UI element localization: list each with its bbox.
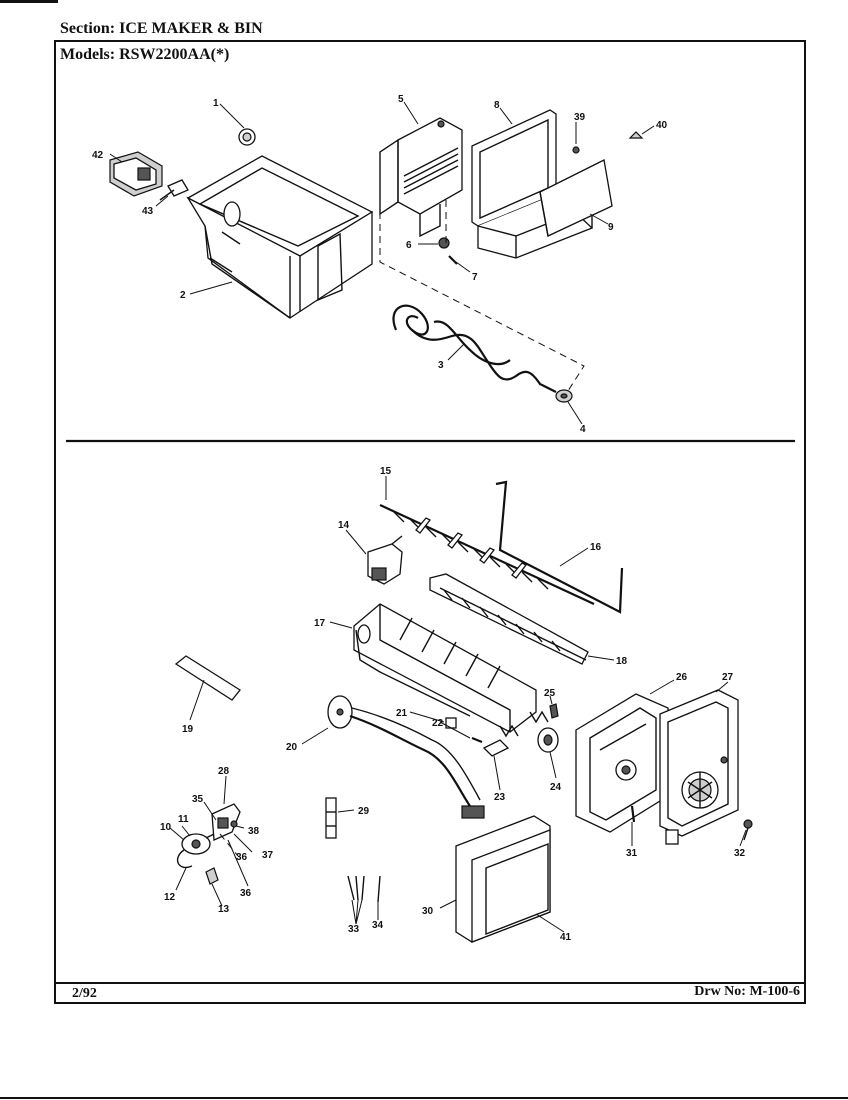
spring-part [499, 724, 519, 738]
callout-29: 29 [358, 806, 370, 817]
nut-part [438, 237, 450, 249]
callout-22: 22 [432, 718, 444, 729]
callout-42: 42 [92, 150, 104, 161]
callout-40: 40 [656, 120, 668, 131]
callout-39: 39 [574, 112, 586, 123]
callout-26: 26 [676, 672, 688, 683]
drive-gear-part [537, 727, 559, 753]
drawing-frame [54, 40, 806, 1004]
callout-16: 16 [590, 542, 602, 553]
callout-9: 9 [608, 222, 614, 233]
solenoid-part [176, 833, 215, 869]
footer-rule [54, 982, 806, 984]
auger-bearing-part [238, 128, 256, 146]
callout-27: 27 [722, 672, 734, 683]
callout-7: 7 [472, 272, 478, 283]
callout-18: 18 [616, 656, 628, 667]
fill-tube-part [392, 304, 557, 393]
ejector-part [379, 504, 595, 605]
pin-part [448, 255, 458, 265]
callout-6: 6 [406, 240, 412, 251]
screw-part [743, 819, 753, 841]
callout-32: 32 [734, 848, 746, 859]
callout-14: 14 [338, 520, 350, 531]
callout-34: 34 [372, 920, 384, 931]
shutoff-arm-part [495, 480, 624, 614]
cap-part [628, 131, 644, 139]
callout-8: 8 [494, 100, 500, 111]
callout-43: 43 [142, 206, 154, 217]
callout-24: 24 [550, 782, 562, 793]
screw-part [549, 703, 559, 719]
callout-1: 1 [213, 98, 219, 109]
grommet-part [555, 389, 573, 403]
chute-door-part [379, 117, 463, 238]
callout-11: 11 [178, 814, 189, 825]
callout-28: 28 [218, 766, 230, 777]
callout-leaders [109, 101, 747, 933]
ice-bin-part [186, 155, 374, 319]
fill-tube-small-part [325, 797, 337, 839]
callout-13: 13 [218, 904, 230, 915]
callout-31: 31 [626, 848, 638, 859]
corner-mark [0, 0, 58, 3]
callout-2: 2 [180, 290, 186, 301]
callout-numbers: 1 2 3 4 5 6 7 8 9 10 11 12 13 14 15 16 1… [92, 94, 746, 943]
callout-12: 12 [164, 892, 176, 903]
cover-part [455, 815, 551, 943]
clip-part [572, 146, 580, 154]
bracket-part [482, 739, 510, 757]
callout-41: 41 [560, 932, 572, 943]
screw-part [630, 805, 636, 823]
fitting-part [205, 867, 219, 885]
bin-panel-part [539, 159, 613, 237]
footer-date: 2/92 [72, 986, 97, 1001]
assembly-guide-line [379, 152, 585, 395]
spring-part [529, 710, 549, 724]
callout-35: 35 [192, 794, 204, 805]
thermostat-part [367, 535, 403, 585]
drive-motor-part [109, 151, 163, 197]
stripper-part [429, 573, 589, 665]
callout-30: 30 [422, 906, 434, 917]
callout-38: 38 [248, 826, 260, 837]
callout-17: 17 [314, 618, 326, 629]
callout-21: 21 [396, 708, 408, 719]
callout-4: 4 [580, 424, 586, 435]
callout-3: 3 [438, 360, 444, 371]
callout-33: 33 [348, 924, 360, 935]
callout-19: 19 [182, 724, 194, 735]
screw-set-part [347, 875, 381, 903]
page-bottom-rule [0, 1097, 848, 1099]
ice-mold-part [353, 603, 537, 733]
callout-36-lower: 36 [240, 888, 252, 899]
coupling-part [159, 179, 189, 201]
water-valve-part [211, 803, 241, 841]
motor-housing-part [575, 693, 669, 833]
control-assembly-part [659, 689, 739, 845]
callout-25: 25 [544, 688, 556, 699]
models-title: Models: RSW2200AA(*) [60, 46, 230, 63]
callout-10: 10 [160, 822, 172, 833]
callout-15: 15 [380, 466, 392, 477]
callout-20: 20 [286, 742, 298, 753]
drawing-number: Drw No: M-100-6 [694, 984, 800, 999]
callout-37: 37 [262, 850, 274, 861]
section-title: Section: ICE MAKER & BIN [60, 20, 263, 37]
callout-23: 23 [494, 792, 506, 803]
fill-trough-part [174, 655, 241, 701]
callout-5: 5 [398, 94, 404, 105]
callout-36-upper: 36 [236, 852, 248, 863]
screw-part [471, 736, 483, 744]
mold-heater-part [327, 695, 485, 819]
assembly-guide-line [219, 833, 239, 857]
